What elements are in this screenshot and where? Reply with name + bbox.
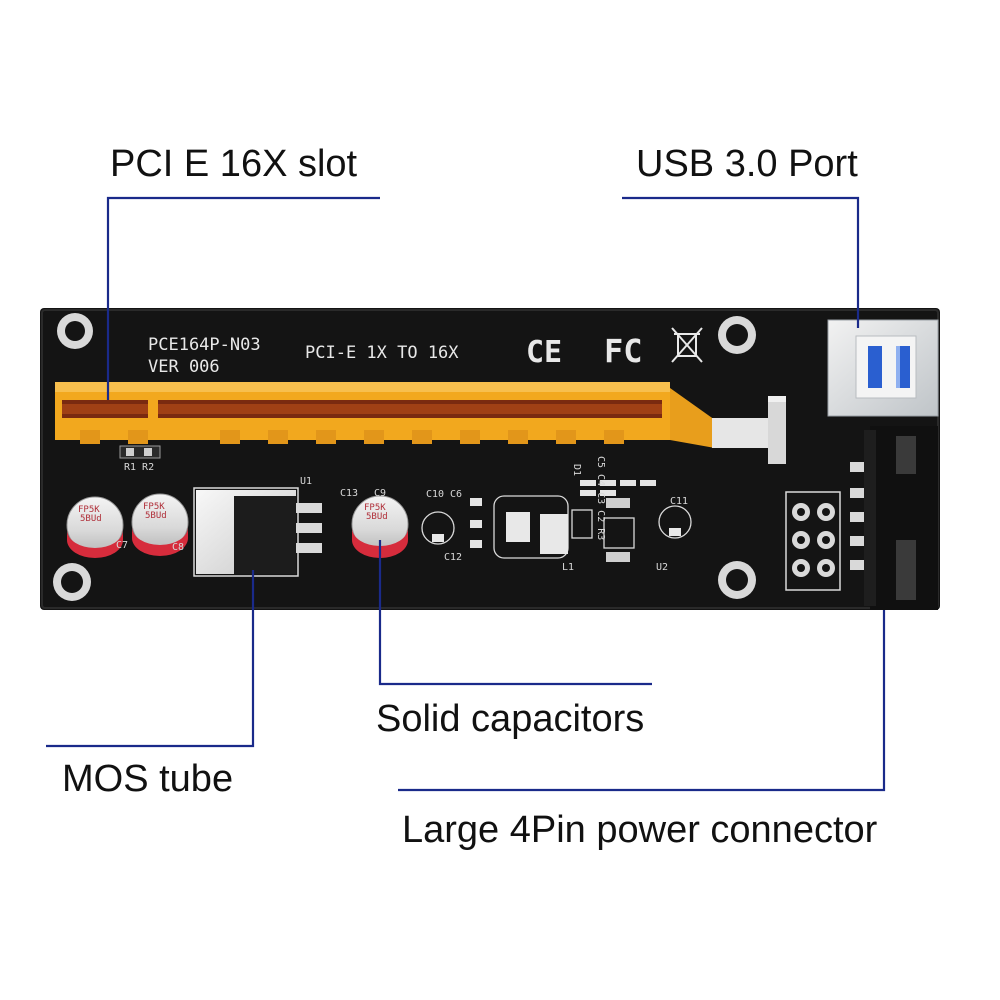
leader-solid-caps [378, 540, 652, 686]
label-u1: U1 [300, 476, 312, 487]
mounting-hole-top-right [718, 316, 756, 354]
mounting-hole-bottom-left [53, 563, 91, 601]
usb-3-port [827, 319, 939, 417]
leader-mos-tube [46, 570, 255, 748]
label-rc-stack: C5 C4 C3 C2 R3 [595, 456, 606, 540]
capacitor-c9: FP5K 5BUd [351, 495, 409, 558]
mounting-hole-bottom-right [718, 561, 756, 599]
capacitor-c7: FP5K 5BUd [66, 496, 124, 558]
callout-mos-tube: MOS tube [62, 758, 233, 800]
resistor-r1-r2 [119, 445, 161, 459]
label-d1: D1 [571, 464, 582, 476]
capacitor-c8: FP5K 5BUd [131, 493, 189, 556]
label-l1: L1 [562, 562, 574, 573]
cap-c9-mark1: FP5K [364, 503, 386, 513]
leader-pcie-slot [106, 196, 380, 400]
cap-c8-mark2: 5BUd [145, 511, 167, 521]
board-version: VER 006 [148, 357, 220, 377]
six-pin-header [785, 491, 841, 591]
weee-bin-icon [671, 327, 703, 363]
label-c9: C9 [374, 488, 386, 499]
board-description: PCI-E 1X TO 16X [305, 343, 459, 363]
pcie-16x-slot [55, 382, 786, 464]
leader-power-connector [398, 610, 886, 792]
callout-solid-caps: Solid capacitors [376, 698, 644, 740]
cap-c9-mark2: 5BUd [366, 512, 388, 522]
cap-c7-mark2: 5BUd [80, 514, 102, 524]
label-u2: U2 [656, 562, 668, 573]
cap-c7-mark1: FP5K [78, 505, 100, 515]
label-c10: C10 [426, 489, 444, 500]
ce-mark: CE [526, 335, 562, 370]
callout-power-connector: Large 4Pin power connector [402, 809, 878, 851]
mos-tube [193, 487, 322, 577]
board-model: PCE164P-N03 [148, 335, 261, 355]
middle-circuit [421, 495, 692, 562]
label-c7: C7 [116, 540, 128, 551]
callout-pcie-slot: PCI E 16X slot [110, 143, 358, 185]
cap-c8-mark1: FP5K [143, 502, 165, 512]
label-c6: C6 [450, 489, 462, 500]
label-c8: C8 [172, 542, 184, 553]
leader-usb-port [622, 196, 860, 328]
smd-pads [470, 480, 656, 548]
power-connector [850, 426, 938, 610]
leader-lines [46, 196, 886, 792]
label-r1-r2: R1 R2 [124, 462, 154, 473]
mounting-hole-top-left [57, 313, 93, 349]
label-c12: C12 [444, 552, 462, 563]
callout-usb-port: USB 3.0 Port [636, 143, 858, 185]
label-c11: C11 [670, 496, 688, 507]
mounting-holes [53, 313, 756, 601]
fc-mark: FC [604, 332, 643, 370]
label-c13: C13 [340, 488, 358, 499]
polarity-marks [432, 528, 681, 542]
